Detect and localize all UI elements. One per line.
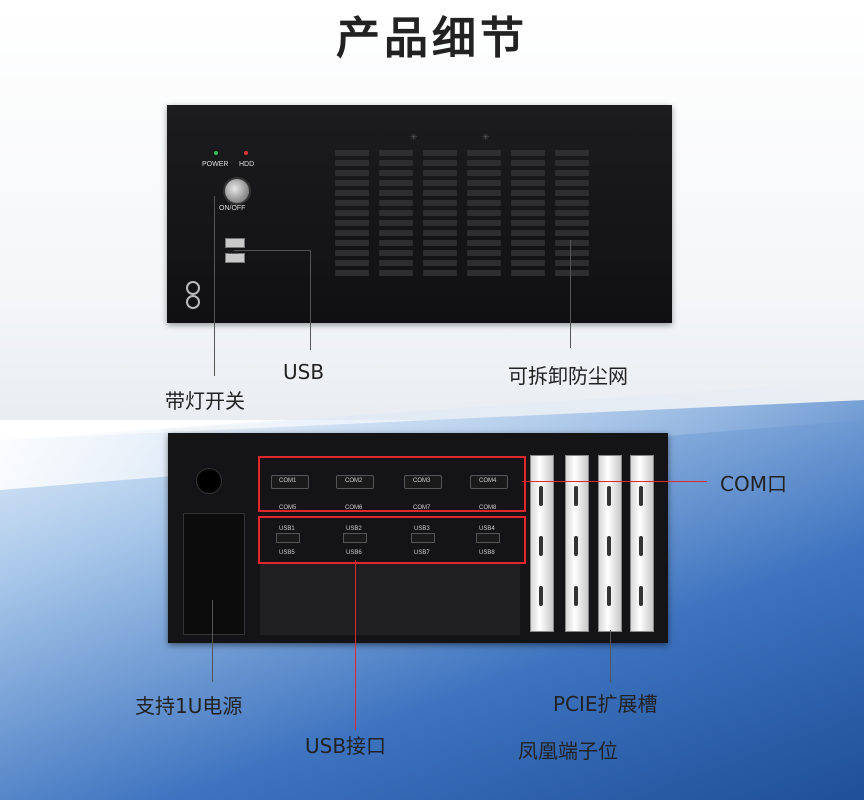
com-port-label: COM8 <box>479 505 497 511</box>
power-led-icon <box>214 151 218 155</box>
com-port-label: COM5 <box>279 505 297 511</box>
callout-line-pcie <box>610 630 611 682</box>
ground-screw-icon <box>186 281 200 295</box>
front-panel: POWER HDD ON/OFF USB ✳ ✳ <box>167 105 672 323</box>
callout-dust-filter: 可拆卸防尘网 <box>508 364 628 388</box>
usb-port-label: USB8 <box>479 550 495 556</box>
com-port-label: COM2 <box>345 478 363 484</box>
callout-phoenix-terminal: 凤凰端子位 <box>518 739 618 763</box>
screw-icon: ✳ <box>482 133 490 143</box>
power-led-label: POWER <box>202 161 229 168</box>
com-port <box>271 475 309 489</box>
com-port-label: COM4 <box>479 478 497 484</box>
callout-line-psu <box>212 600 213 682</box>
callout-usb-interface: USB接口 <box>305 734 387 758</box>
ground-screw-icon <box>186 295 200 309</box>
callout-line-usb <box>234 250 310 251</box>
callout-pcie-slots: PCIE扩展槽 <box>553 692 658 716</box>
usb-port-label: USB4 <box>479 526 495 532</box>
usb-port <box>343 533 367 543</box>
motherboard-bay <box>260 563 520 635</box>
callout-line-usb-interface <box>355 560 356 730</box>
usb-port <box>411 533 435 543</box>
com-port-label: COM6 <box>345 505 363 511</box>
com-port-label: COM3 <box>413 478 431 484</box>
com-port-label: COM7 <box>413 505 431 511</box>
usb-port-label: USB3 <box>414 526 430 532</box>
usb-port-label: USB1 <box>279 526 295 532</box>
callout-power-switch: 带灯开关 <box>165 389 245 413</box>
callout-line-filter <box>570 240 571 348</box>
com-port <box>470 475 508 489</box>
usb-port-label: USB <box>228 250 239 256</box>
switch-label: ON/OFF <box>219 205 246 212</box>
callout-line-switch <box>214 196 215 376</box>
callout-psu: 支持1U电源 <box>135 694 243 718</box>
pcie-slot-bracket <box>598 455 622 632</box>
page-title: 产品细节 <box>336 13 528 64</box>
callout-line-com <box>522 481 707 482</box>
back-hole <box>196 468 222 494</box>
front-usb-port-2[interactable] <box>225 253 245 263</box>
dust-filter-vent[interactable] <box>335 150 589 280</box>
pcie-slot-bracket <box>630 455 654 632</box>
callout-line-usb <box>310 250 311 350</box>
usb-port-label: USB7 <box>414 550 430 556</box>
usb-port-label: USB2 <box>346 526 362 532</box>
screw-icon: ✳ <box>410 133 418 143</box>
usb-port <box>276 533 300 543</box>
usb-port-label: USB6 <box>346 550 362 556</box>
com-port-label: COM1 <box>279 478 297 484</box>
front-usb-port-1[interactable] <box>225 238 245 248</box>
callout-usb: USB <box>283 360 325 384</box>
com-ports-highlight <box>258 456 526 512</box>
usb-port <box>476 533 500 543</box>
callout-com-port: COM口 <box>720 472 787 496</box>
pcie-slot-bracket <box>530 455 554 632</box>
com-port <box>404 475 442 489</box>
hdd-led-icon <box>244 151 248 155</box>
psu-bay <box>183 513 245 635</box>
com-port <box>336 475 374 489</box>
power-switch-button[interactable] <box>223 177 251 205</box>
usb-port-label: USB5 <box>279 550 295 556</box>
hdd-led-label: HDD <box>239 161 255 168</box>
usb-ports-highlight <box>258 516 526 564</box>
pcie-slot-bracket <box>565 455 589 632</box>
